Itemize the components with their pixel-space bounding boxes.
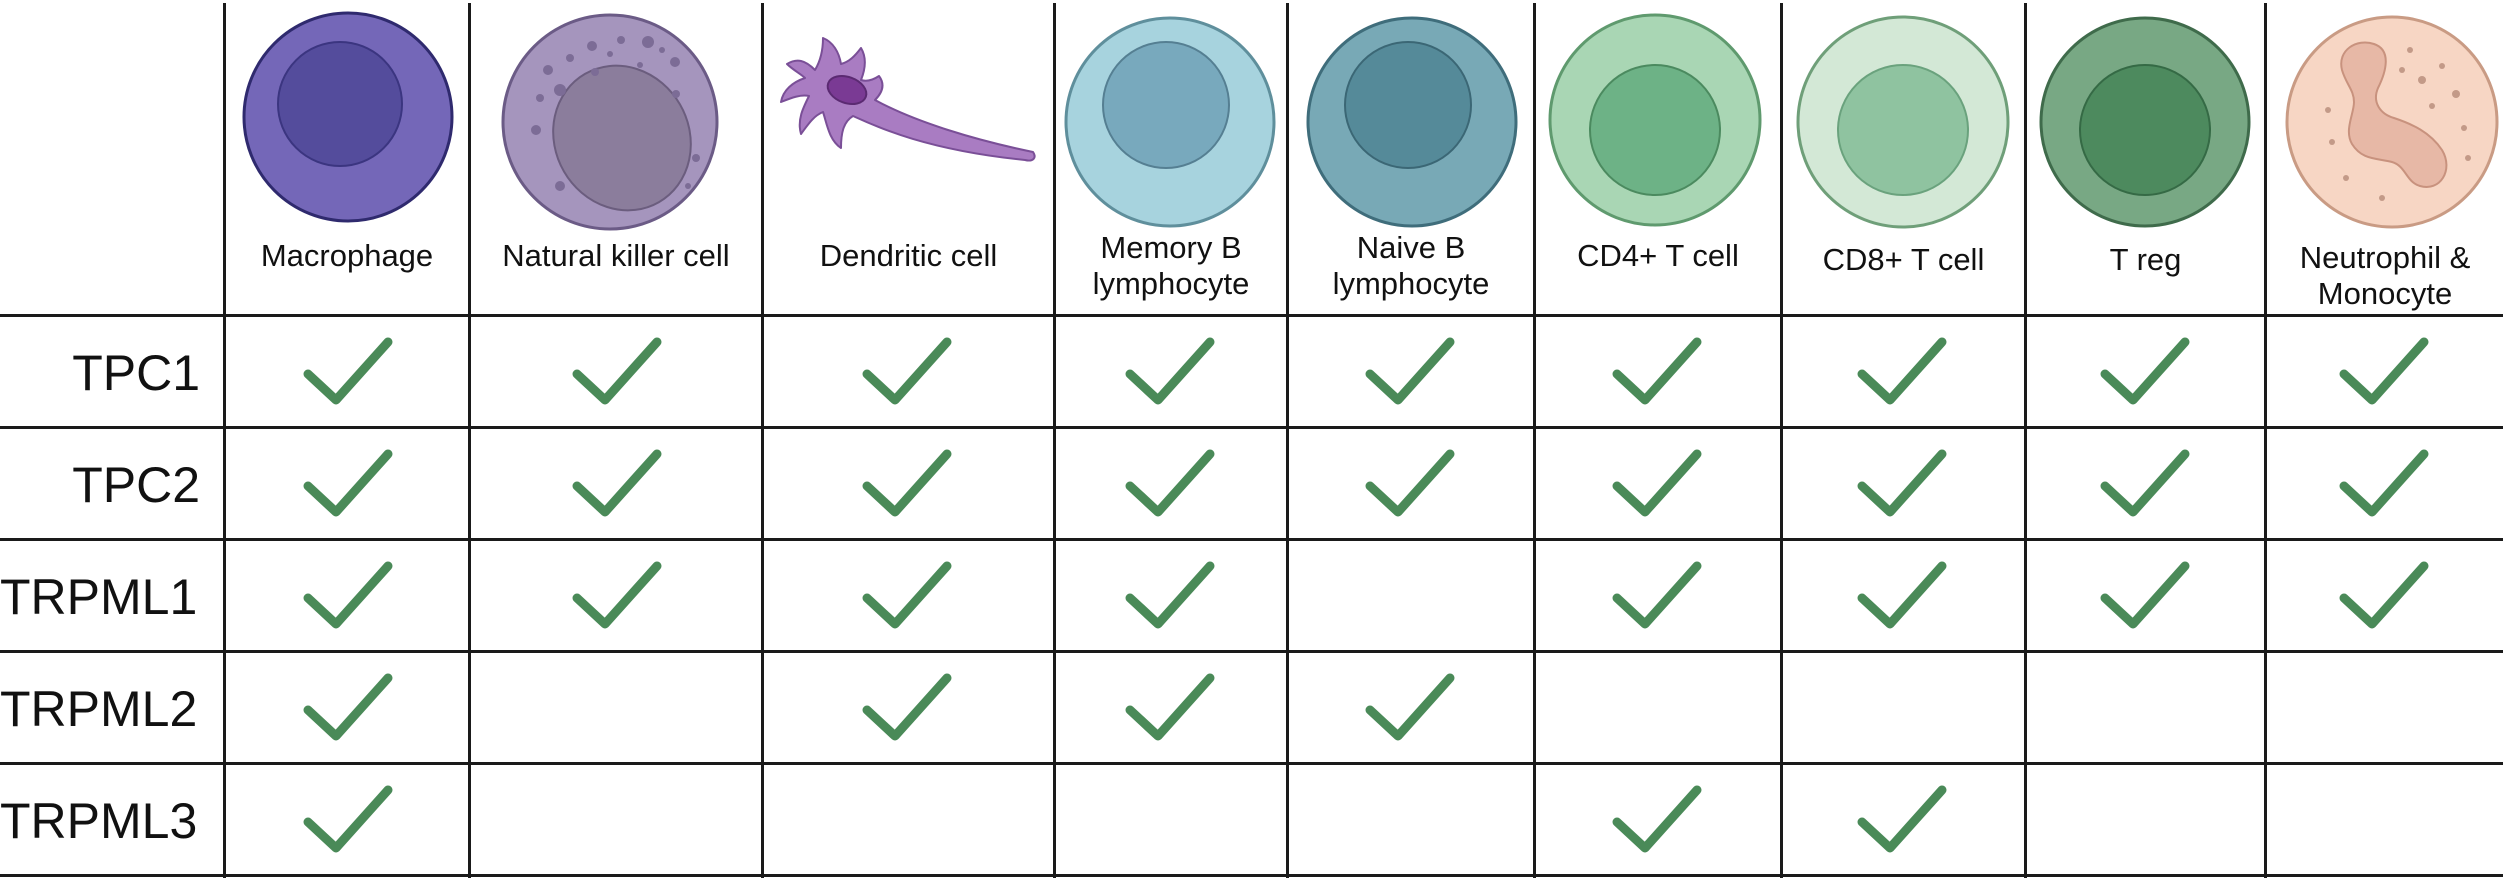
check-mark-icon (1857, 561, 1947, 629)
grid-line (0, 426, 2503, 429)
check-mark-icon (303, 449, 393, 517)
grid-line (1286, 3, 1289, 878)
row-label-trpml2: TRPML2 (0, 681, 198, 737)
check-mark-icon (2100, 337, 2190, 405)
check-mark-icon (2339, 337, 2429, 405)
column-label-natural-killer-cell: Natural killer cell (502, 238, 730, 273)
neutrophil-monocyte-icon (2285, 15, 2499, 229)
grid-line (2024, 3, 2027, 878)
check-mark-icon (2339, 449, 2429, 517)
check-mark-icon (1857, 337, 1947, 405)
check-mark-icon (1125, 449, 1215, 517)
check-mark-icon (303, 337, 393, 405)
naive-b-lymphocyte-icon (1306, 16, 1518, 228)
cd8-t-cell-icon (1796, 15, 2010, 229)
check-mark-icon (2339, 561, 2429, 629)
column-label-memory-b-lymphocyte: Memory B lymphocyte (1092, 230, 1250, 301)
row-label-trpml1: TRPML1 (0, 569, 198, 625)
check-mark-icon (2100, 561, 2190, 629)
check-mark-icon (303, 561, 393, 629)
grid-line (0, 650, 2503, 653)
grid-line (1533, 3, 1536, 878)
grid-line (468, 3, 471, 878)
column-label-cd4-t-cell: CD4+ T cell (1577, 238, 1739, 273)
check-mark-icon (572, 561, 662, 629)
check-mark-icon (1365, 449, 1455, 517)
check-mark-icon (1125, 673, 1215, 741)
check-mark-icon (862, 337, 952, 405)
column-label-cd8-t-cell: CD8+ T cell (1822, 242, 1985, 277)
t-reg-cell-icon (2039, 16, 2251, 228)
column-label-naive-b-lymphocyte: Naive B lymphocyte (1332, 230, 1490, 301)
macrophage-cell-icon (242, 11, 454, 223)
column-label-neutrophil-monocyte: Neutrophil & Monocyte (2299, 240, 2471, 311)
check-mark-icon (2100, 449, 2190, 517)
check-mark-icon (862, 673, 952, 741)
grid-line (223, 3, 226, 878)
grid-line (0, 538, 2503, 541)
natural-killer-cell-icon (501, 13, 719, 231)
grid-line (761, 3, 764, 878)
memory-b-lymphocyte-icon (1064, 16, 1276, 228)
check-mark-icon (303, 785, 393, 853)
check-mark-icon (303, 673, 393, 741)
column-label-macrophage: Macrophage (260, 238, 434, 273)
check-mark-icon (572, 337, 662, 405)
check-mark-icon (1857, 785, 1947, 853)
row-label-tpc1: TPC1 (72, 345, 200, 401)
check-mark-icon (1125, 337, 1215, 405)
cd4-t-cell-icon (1548, 13, 1762, 227)
column-label-t-reg: T reg (2109, 242, 2182, 277)
grid-line (1780, 3, 1783, 878)
check-mark-icon (1125, 561, 1215, 629)
column-label-dendritic-cell: Dendritic cell (819, 238, 998, 273)
check-mark-icon (1857, 449, 1947, 517)
row-label-trpml3: TRPML3 (0, 793, 198, 849)
grid-line (0, 314, 2503, 317)
grid-line (2264, 3, 2267, 878)
check-mark-icon (862, 561, 952, 629)
grid-line (0, 874, 2503, 877)
dendritic-cell-icon (780, 37, 1036, 162)
grid-line (1053, 3, 1056, 878)
check-mark-icon (862, 449, 952, 517)
check-mark-icon (572, 449, 662, 517)
check-mark-icon (1365, 673, 1455, 741)
check-mark-icon (1612, 449, 1702, 517)
check-mark-icon (1612, 561, 1702, 629)
check-mark-icon (1612, 785, 1702, 853)
grid-line (0, 762, 2503, 765)
check-mark-icon (1612, 337, 1702, 405)
row-label-tpc2: TPC2 (72, 457, 200, 513)
check-mark-icon (1365, 337, 1455, 405)
